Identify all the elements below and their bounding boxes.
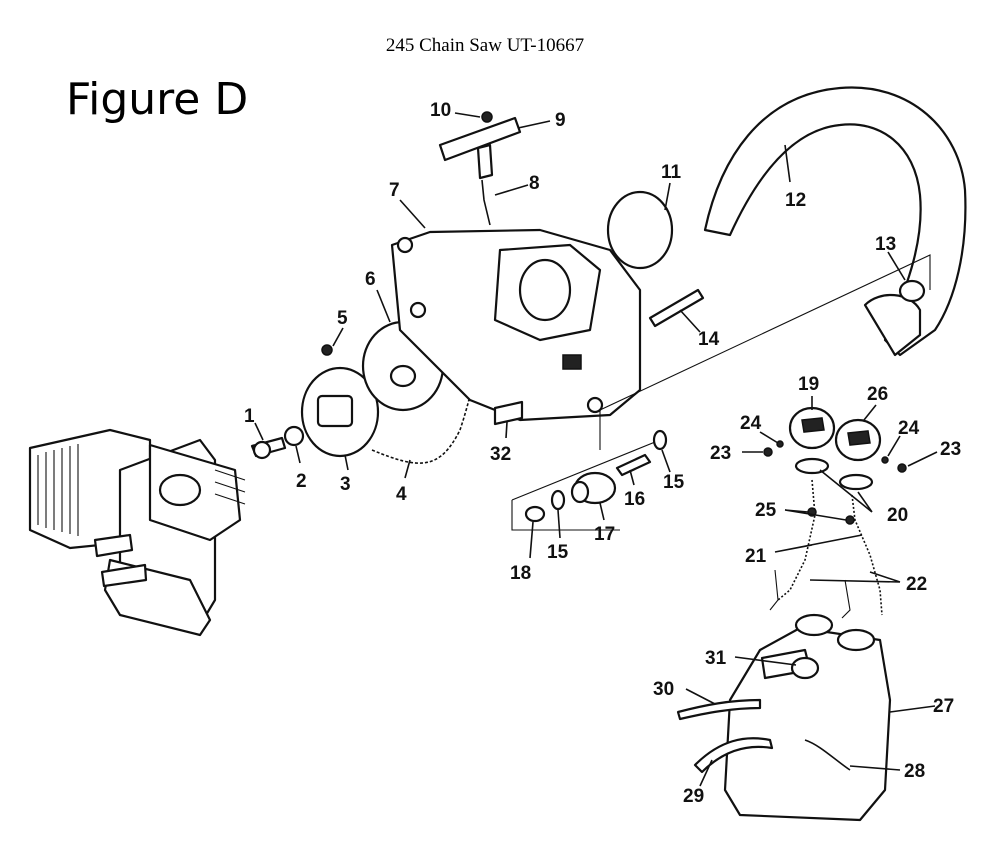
callout-23a: 23 xyxy=(710,443,731,464)
clip-part-25b xyxy=(845,515,855,525)
page-title: 245 Chain Saw UT-10667 xyxy=(385,35,585,56)
callout-6: 6 xyxy=(365,269,376,290)
screw-part-24a xyxy=(776,440,784,448)
callout-7: 7 xyxy=(389,180,400,201)
callout-3: 3 xyxy=(340,474,351,495)
callout-13: 13 xyxy=(875,234,896,255)
callout-19: 19 xyxy=(798,374,819,395)
handle-part-12 xyxy=(703,86,967,357)
cap-part-26 xyxy=(834,418,882,462)
rod-part-8 xyxy=(481,179,491,226)
hose-part-30 xyxy=(676,698,762,721)
screw-part-10 xyxy=(481,111,493,123)
callout-28: 28 xyxy=(904,761,925,782)
leader-lines xyxy=(254,112,938,787)
callout-12: 12 xyxy=(785,190,806,211)
cover-part-11 xyxy=(606,190,674,270)
washer-part-2 xyxy=(283,425,305,447)
washer-part-15b xyxy=(550,489,566,511)
callout-22: 22 xyxy=(906,574,927,595)
housing-part-7 xyxy=(390,228,642,422)
callout-numbers: 1 2 3 4 5 6 7 8 9 10 11 12 13 14 15 15 1… xyxy=(244,100,961,807)
plate-part-32 xyxy=(493,400,524,426)
wire-part-22 xyxy=(769,569,851,619)
screw-part-23a xyxy=(763,447,773,457)
callout-1: 1 xyxy=(244,406,255,427)
callout-25: 25 xyxy=(755,500,777,521)
screw-part-5 xyxy=(321,344,333,356)
screw-part-24b xyxy=(881,456,889,464)
callout-5: 5 xyxy=(337,308,348,329)
reference-lines xyxy=(511,254,931,531)
washer-part-15a xyxy=(652,429,668,451)
callout-31: 31 xyxy=(705,648,727,669)
engine-block xyxy=(28,428,246,637)
callout-24a: 24 xyxy=(740,413,762,434)
bolt-part-1 xyxy=(250,436,287,460)
figure-label: Figure D xyxy=(66,74,249,125)
callout-15a: 15 xyxy=(663,472,685,493)
gasket-part-20a xyxy=(794,457,830,475)
callout-26: 26 xyxy=(867,384,888,405)
hose-part-29 xyxy=(693,737,774,774)
screw-part-23b xyxy=(897,463,907,473)
callout-11: 11 xyxy=(661,162,682,183)
callout-15b: 15 xyxy=(547,542,569,563)
lever-part-9 xyxy=(438,116,522,180)
callout-10: 10 xyxy=(430,100,451,121)
callout-4: 4 xyxy=(396,484,407,505)
callout-9: 9 xyxy=(555,110,566,131)
callout-21: 21 xyxy=(745,546,767,567)
callout-24b: 24 xyxy=(898,418,920,439)
clutch-part-3 xyxy=(300,366,380,458)
callout-2: 2 xyxy=(296,471,307,492)
callout-17: 17 xyxy=(594,524,615,545)
washer-part-18 xyxy=(524,505,546,523)
tank-part-27 xyxy=(723,613,892,822)
callout-8: 8 xyxy=(529,173,540,194)
cap-part-19 xyxy=(788,406,836,450)
chain-part-21b xyxy=(851,494,883,616)
fitting-part-28 xyxy=(804,739,851,771)
callout-20: 20 xyxy=(887,505,908,526)
callout-30: 30 xyxy=(653,679,674,700)
chain-part-21a xyxy=(777,479,816,601)
callout-18: 18 xyxy=(510,563,531,584)
callout-29: 29 xyxy=(683,786,704,807)
bearing-part-17 xyxy=(570,471,617,505)
callout-32: 32 xyxy=(490,444,511,465)
bolt-part-14 xyxy=(648,288,705,328)
filter-part-31 xyxy=(790,656,820,680)
pin-part-16 xyxy=(615,453,652,477)
callout-27: 27 xyxy=(933,696,954,717)
callout-23b: 23 xyxy=(940,439,961,460)
callout-16: 16 xyxy=(624,489,645,510)
gasket-part-20b xyxy=(838,473,874,491)
callout-14: 14 xyxy=(698,329,720,350)
